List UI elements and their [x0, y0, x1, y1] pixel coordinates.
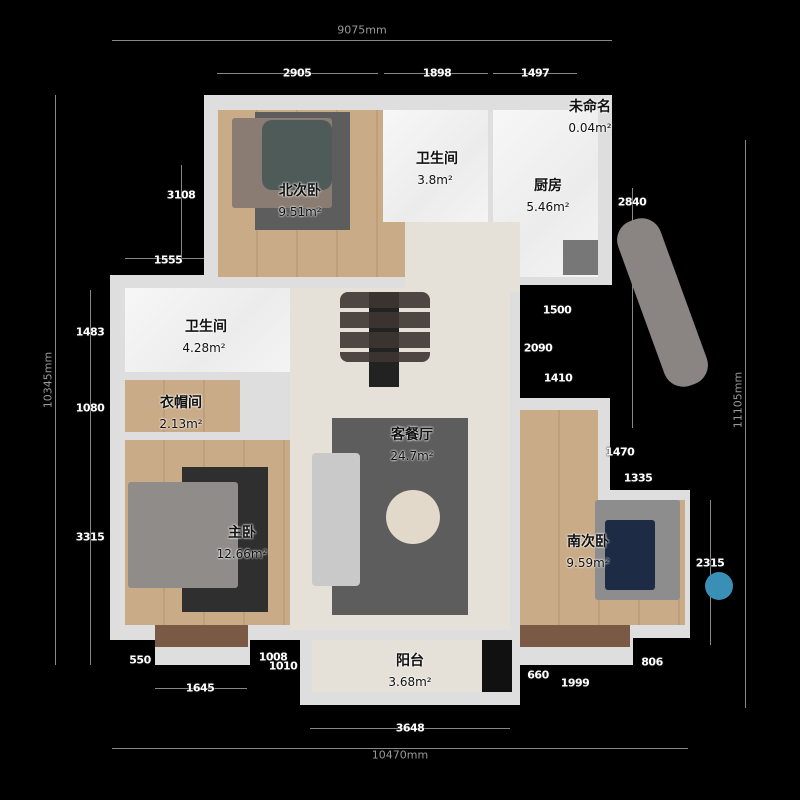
dim-label: 1898	[422, 66, 452, 80]
cabinet	[482, 640, 512, 692]
dim-line	[384, 73, 488, 74]
dim-label: 2090	[523, 341, 553, 355]
dim-label: 3315	[75, 530, 105, 544]
room-name-kitchen: 厨房	[534, 178, 562, 194]
dim-label: 3108	[166, 188, 196, 202]
dim-label: 2905	[282, 66, 312, 80]
dim-line	[710, 500, 711, 645]
dim-label: 550	[129, 653, 151, 667]
dim-line	[217, 73, 378, 74]
floor-bathroom-north	[383, 110, 488, 222]
dim-line	[310, 728, 510, 729]
room-name-cloakroom: 衣帽间	[160, 395, 202, 411]
floor-cloakroom	[125, 380, 240, 432]
dim-label: 1645	[185, 681, 215, 695]
room-name-unnamed: 未命名	[569, 99, 611, 115]
dim-label: 1555	[153, 253, 183, 267]
blanket	[605, 520, 655, 590]
dim-label: 1010	[268, 659, 298, 673]
armchair	[705, 572, 733, 600]
room-name-north-bedroom: 北次卧	[279, 183, 321, 199]
dim-label: 1497	[520, 66, 550, 80]
dim-label: 660	[527, 668, 549, 682]
room-area-bathroom-west: 4.28m²	[182, 341, 226, 355]
room-area-north-bedroom: 9.51m²	[278, 205, 322, 219]
room-area-balcony: 3.68m²	[388, 675, 432, 689]
dim-right-total: 11105mm	[731, 371, 745, 429]
room-area-living-dining: 24.7m²	[390, 449, 434, 463]
dim-label: 1008	[258, 650, 288, 664]
dim-label: 1483	[75, 325, 105, 339]
room-area-unnamed: 0.04m²	[568, 121, 612, 135]
dim-label: 1080	[75, 401, 105, 415]
curved-sofa	[611, 212, 714, 393]
dim-label: 1500	[542, 303, 572, 317]
floor-hallway	[405, 222, 520, 292]
dim-line	[155, 688, 247, 689]
sofa	[312, 453, 360, 586]
room-area-bathroom-north: 3.8m²	[417, 173, 453, 187]
dim-line	[125, 258, 212, 259]
dim-line	[181, 165, 182, 258]
room-area-south-bedroom: 9.59m²	[566, 556, 610, 570]
room-area-kitchen: 5.46m²	[526, 200, 570, 214]
room-name-south-bedroom: 南次卧	[567, 534, 609, 550]
bay-window-right	[520, 625, 630, 647]
dim-label: 3648	[395, 721, 425, 735]
bay-window-left	[155, 625, 248, 647]
dim-label: 1999	[560, 676, 590, 690]
dim-bottom-total: 10470mm	[371, 748, 429, 762]
room-name-bathroom-north: 卫生间	[416, 151, 458, 167]
room-name-living-dining: 客餐厅	[391, 427, 433, 443]
dim-line	[632, 188, 633, 428]
dim-line-left-total	[55, 95, 56, 665]
blanket	[262, 120, 332, 190]
floor-balcony	[312, 640, 482, 692]
room-area-cloakroom: 2.13m²	[159, 417, 203, 431]
dim-label: 2315	[695, 556, 725, 570]
dim-line	[90, 290, 91, 665]
room-area-master-bedroom: 12.66m²	[216, 547, 268, 561]
dining-chairs	[340, 292, 430, 362]
dim-line	[493, 73, 577, 74]
bed	[128, 482, 238, 588]
room-name-balcony: 阳台	[396, 653, 424, 669]
dim-left-total: 10345mm	[41, 351, 55, 409]
dim-line-top-total	[112, 40, 612, 41]
floor-bathroom-west	[125, 288, 290, 372]
room-name-bathroom-west: 卫生间	[185, 319, 227, 335]
dim-label: 1470	[605, 445, 635, 459]
dim-line-right-total	[745, 140, 746, 708]
room-name-master-bedroom: 主卧	[228, 525, 256, 541]
dim-top-total: 9075mm	[337, 23, 387, 37]
coffee-table	[386, 490, 440, 544]
dim-label: 806	[641, 655, 663, 669]
dim-line-bottom-total	[112, 748, 688, 749]
dim-label: 2840	[617, 195, 647, 209]
stove	[563, 240, 598, 275]
dim-label: 1335	[623, 471, 653, 485]
dim-label: 1410	[543, 371, 573, 385]
